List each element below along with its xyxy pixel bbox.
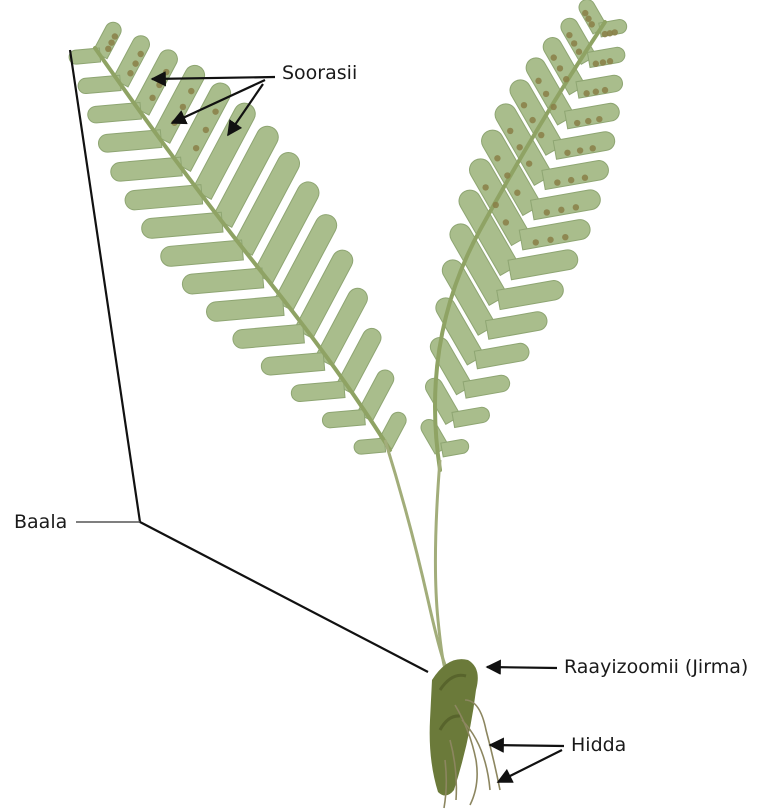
sorus-dot [544, 209, 550, 215]
sorus-dot [543, 91, 549, 97]
sorus-dot [566, 32, 572, 38]
pinna [463, 375, 510, 398]
sorus-dot [589, 21, 595, 27]
sorus-dot [547, 237, 553, 243]
rhizome [430, 659, 478, 795]
pinna [497, 281, 564, 310]
pinna [531, 190, 601, 220]
sorus-dot [180, 104, 186, 110]
sorus-dot [193, 145, 199, 151]
sorus-dot [607, 58, 613, 64]
sorus-dot [593, 61, 599, 67]
sorus-dot [576, 49, 582, 55]
sorus-dot [503, 219, 509, 225]
sorus-dot [562, 234, 568, 240]
pinna [182, 268, 263, 294]
roots-arrows [490, 745, 564, 782]
sorus-dot [550, 104, 556, 110]
sorus-dot [504, 172, 510, 178]
sorus-dot [538, 132, 544, 138]
sorus-dot [112, 33, 118, 39]
sorus-dot [127, 70, 133, 76]
pinna [508, 250, 578, 280]
sorus-dot [577, 147, 583, 153]
sorus-dot [600, 59, 606, 65]
sorus-dot [582, 175, 588, 181]
pinna [142, 212, 223, 238]
pinna [519, 220, 590, 250]
sorus-dot [585, 16, 591, 22]
sorus-dot [108, 39, 114, 45]
sorus-dot [564, 150, 570, 156]
sorus-dot [188, 88, 194, 94]
sorus-dot [526, 160, 532, 166]
pinna [207, 296, 285, 321]
sorus-dot [529, 117, 535, 123]
sorus-dot [132, 60, 138, 66]
pinna [474, 343, 529, 368]
sorus-dot [521, 102, 527, 108]
right-frond-pinnae [421, 0, 627, 457]
pinna [322, 410, 365, 428]
sorus-dot [602, 87, 608, 93]
pinna [486, 312, 547, 339]
sorus-dot [149, 95, 155, 101]
pinna [125, 185, 203, 210]
sorus-dot [516, 144, 522, 150]
pinna [354, 438, 386, 454]
sorus-dot [482, 184, 488, 190]
sorus-dot [571, 40, 577, 46]
sorus-dot [558, 207, 564, 213]
pinna [261, 353, 324, 375]
roots-label: Hidda [571, 736, 626, 755]
sorus-dot [568, 177, 574, 183]
sorus-dot [573, 204, 579, 210]
sorus-dot [593, 89, 599, 95]
pinna [542, 161, 609, 190]
pinna [98, 130, 161, 152]
sorus-dot [493, 202, 499, 208]
sorus-dot [535, 78, 541, 84]
sorus-dot [590, 145, 596, 151]
sorus-dot [551, 54, 557, 60]
rhizome-label: Raayizoomii (Jirma) [564, 658, 748, 677]
pinna [441, 440, 469, 457]
sorus-dot [203, 127, 209, 133]
sorus-dot [554, 179, 560, 185]
sorus-dot [105, 46, 111, 52]
pinna [553, 132, 614, 159]
sorus-dot [494, 155, 500, 161]
sorus-dot [514, 190, 520, 196]
frond-label: Baala [14, 513, 67, 532]
sorus-dot [612, 29, 618, 35]
pinna [161, 240, 244, 266]
sorus-dot [156, 82, 162, 88]
sorus-dot [533, 239, 539, 245]
pinna [233, 324, 304, 348]
sorus-dot [563, 76, 569, 82]
pinna [576, 75, 623, 98]
pinna [565, 103, 620, 128]
pinna [291, 381, 345, 401]
sorus-dot [507, 128, 513, 134]
pinna [111, 157, 182, 181]
right-frond [421, 0, 627, 470]
sorus-dot [138, 51, 144, 57]
sorus-dot [596, 116, 602, 122]
sorus-dot [574, 120, 580, 126]
sorus-dot [557, 65, 563, 71]
rhizome-arrow [487, 667, 557, 668]
sorus-dot [163, 69, 169, 75]
sorus-dot [583, 90, 589, 96]
sori-label: Soorasii [282, 64, 357, 83]
sorus-dot [582, 10, 588, 16]
sorus-dot [212, 108, 218, 114]
sorus-dot [585, 118, 591, 124]
